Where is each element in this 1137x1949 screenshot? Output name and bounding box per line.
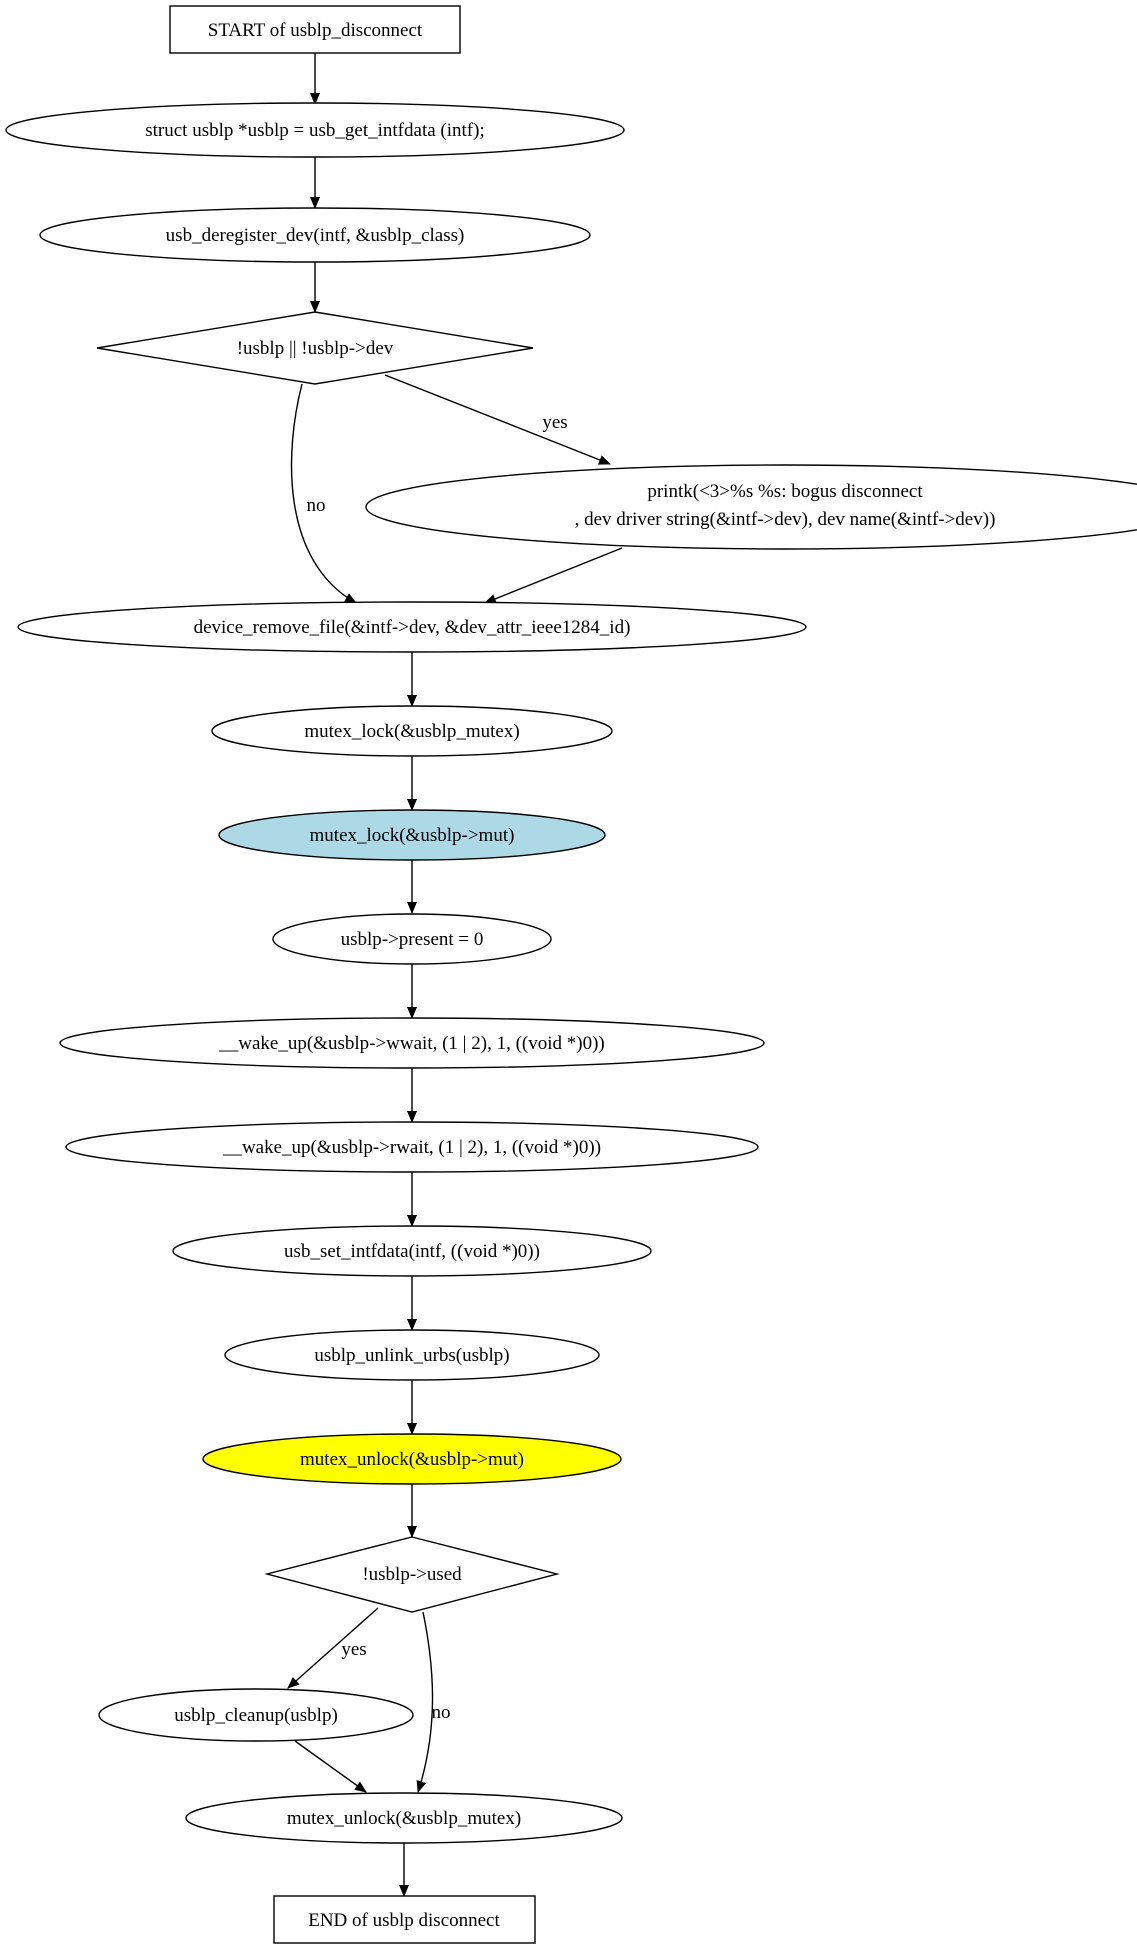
svg-text:struct usblp *usblp = usb_get_: struct usblp *usblp = usb_get_intfdata (… bbox=[145, 120, 484, 141]
node-decision-usblp-dev: !usblp || !usblp->dev bbox=[96, 311, 534, 385]
node-wake-up-wwait: __wake_up(&usblp->wwait, (1 | 2), 1, ((v… bbox=[59, 1017, 765, 1069]
node-usb-set-intfdata: usb_set_intfdata(intf, ((void *)0)) bbox=[172, 1225, 652, 1277]
edge-label-check2-yes: yes bbox=[341, 1639, 366, 1660]
edge-printk-to-removefile bbox=[484, 547, 623, 604]
svg-text:mutex_unlock(&usblp_mutex): mutex_unlock(&usblp_mutex) bbox=[287, 1808, 521, 1829]
node-present-zero: usblp->present = 0 bbox=[272, 913, 552, 965]
svg-text:mutex_lock(&usblp->mut): mutex_lock(&usblp->mut) bbox=[310, 825, 515, 846]
edge-check1-yes-to-printk bbox=[384, 374, 611, 465]
node-mutex-lock-usblp-mut: mutex_lock(&usblp->mut) bbox=[218, 809, 606, 861]
svg-text:usblp_cleanup(usblp): usblp_cleanup(usblp) bbox=[174, 1705, 338, 1726]
node-mutex-lock-usblp-mutex: mutex_lock(&usblp_mutex) bbox=[211, 705, 613, 757]
edge-label-check1-yes: yes bbox=[542, 412, 567, 433]
svg-text:__wake_up(&usblp->rwait, (1 |: __wake_up(&usblp->rwait, (1 | 2), 1, ((v… bbox=[222, 1137, 601, 1158]
svg-text:usb_set_intfdata(intf, ((void: usb_set_intfdata(intf, ((void *)0)) bbox=[284, 1241, 540, 1262]
node-mutex-unlock-usblp-mut: mutex_unlock(&usblp->mut) bbox=[202, 1433, 622, 1485]
node-printk-bogus-disconnect: printk(<3>%s %s: bogus disconnect , dev … bbox=[365, 464, 1137, 550]
edge-check1-no-to-removefile bbox=[290, 383, 357, 604]
svg-text:mutex_unlock(&usblp->mut): mutex_unlock(&usblp->mut) bbox=[300, 1449, 524, 1470]
node-start: START of usblp_disconnect bbox=[169, 5, 461, 54]
svg-text:__wake_up(&usblp->wwait, (1 |: __wake_up(&usblp->wwait, (1 | 2), 1, ((v… bbox=[218, 1033, 604, 1054]
edge-check2-no-to-unlock2 bbox=[416, 1611, 434, 1793]
svg-text:END of usblp disconnect: END of usblp disconnect bbox=[308, 1910, 500, 1931]
svg-text:printk(<3>%s %s: bogus disconn: printk(<3>%s %s: bogus disconnect bbox=[647, 481, 923, 502]
node-device-remove-file: device_remove_file(&intf->dev, &dev_attr… bbox=[17, 601, 807, 653]
svg-text:mutex_lock(&usblp_mutex): mutex_lock(&usblp_mutex) bbox=[304, 721, 519, 742]
svg-text:START of usblp_disconnect: START of usblp_disconnect bbox=[208, 20, 423, 41]
svg-text:usblp->present = 0: usblp->present = 0 bbox=[341, 929, 484, 950]
edge-label-check2-no: no bbox=[432, 1702, 451, 1723]
svg-text:device_remove_file(&intf->dev,: device_remove_file(&intf->dev, &dev_attr… bbox=[194, 617, 631, 638]
svg-text:!usblp || !usblp->dev: !usblp || !usblp->dev bbox=[237, 338, 394, 359]
svg-text:, dev driver string(&intf->d: , dev driver string(&intf->dev), dev nam… bbox=[575, 509, 996, 530]
node-usblp-cleanup: usblp_cleanup(usblp) bbox=[98, 1688, 414, 1742]
svg-text:usblp_unlink_urbs(usblp): usblp_unlink_urbs(usblp) bbox=[314, 1345, 509, 1366]
node-deregister-dev: usb_deregister_dev(intf, &usblp_class) bbox=[39, 207, 591, 263]
node-wake-up-rwait: __wake_up(&usblp->rwait, (1 | 2), 1, ((v… bbox=[65, 1121, 759, 1173]
node-end: END of usblp disconnect bbox=[273, 1895, 536, 1944]
node-usblp-unlink-urbs: usblp_unlink_urbs(usblp) bbox=[224, 1329, 600, 1381]
edge-cleanup-to-unlock2 bbox=[294, 1740, 367, 1793]
edge-label-check1-no: no bbox=[307, 495, 326, 516]
edge-check2-yes-to-cleanup bbox=[287, 1607, 379, 1689]
node-mutex-unlock-usblp-mutex: mutex_unlock(&usblp_mutex) bbox=[185, 1792, 623, 1844]
node-get-intfdata: struct usblp *usblp = usb_get_intfdata (… bbox=[5, 102, 625, 158]
svg-text:usb_deregister_dev(intf, &usbl: usb_deregister_dev(intf, &usblp_class) bbox=[166, 225, 465, 246]
node-decision-usblp-used: !usblp->used bbox=[264, 1536, 560, 1613]
svg-text:!usblp->used: !usblp->used bbox=[362, 1564, 462, 1585]
